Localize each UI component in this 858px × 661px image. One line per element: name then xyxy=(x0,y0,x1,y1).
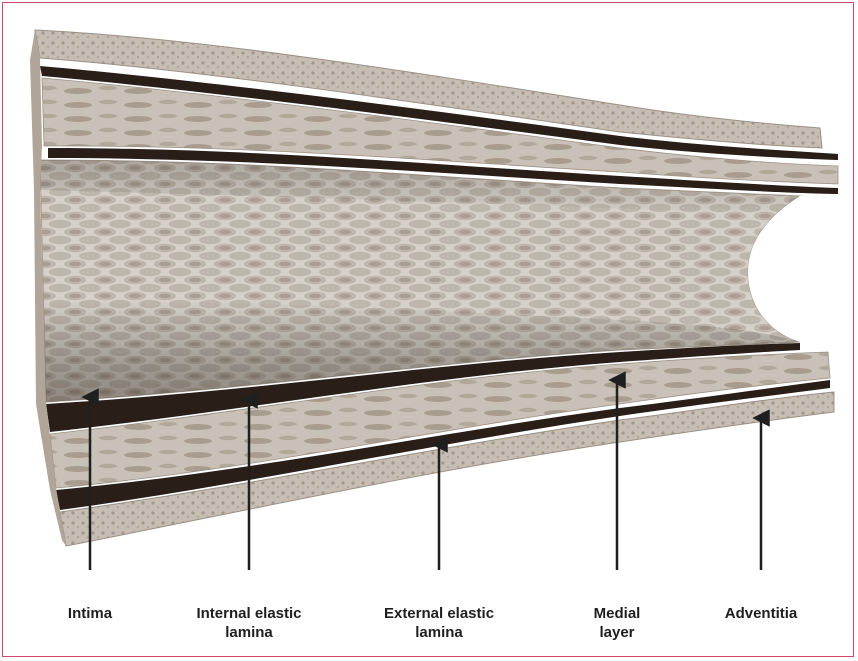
label-intima: Intima xyxy=(52,604,128,623)
label-internal-elastic-lamina: Internal elastic lamina xyxy=(175,604,323,642)
label-medial-layer: Medial layer xyxy=(582,604,652,642)
label-external-elastic-lamina: External elastic lamina xyxy=(364,604,514,642)
label-adventitia: Adventitia xyxy=(712,604,810,623)
